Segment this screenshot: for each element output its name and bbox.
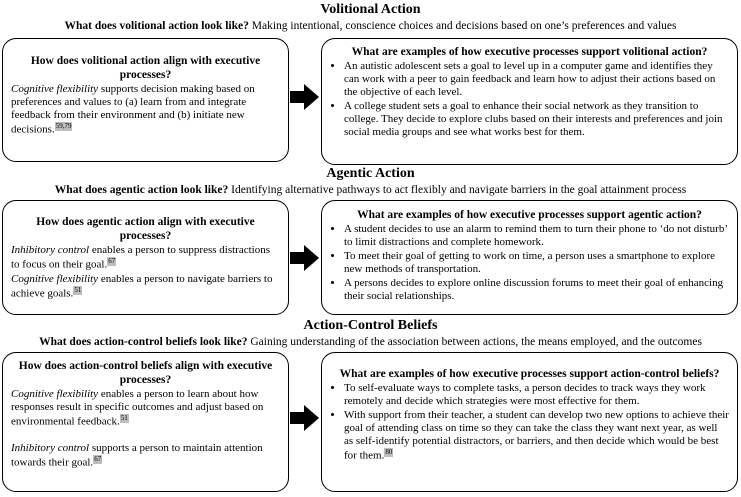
subtitle-definition: Making intentional, conscience choices a…	[251, 20, 677, 32]
action-control-align-heading: How does action-control beliefs align wi…	[18, 360, 273, 386]
citation-ref: 67	[107, 257, 117, 266]
citation-ref: 51	[119, 414, 129, 423]
subtitle-question: What does action-control beliefs look li…	[39, 336, 248, 348]
paragraph-text: supports a person to maintain attention …	[11, 441, 263, 469]
list-item: To meet their goal of getting to work on…	[344, 250, 729, 276]
paragraph-text: supports decision making based on prefer…	[11, 83, 255, 136]
term: Cognitive flexibility	[11, 388, 99, 400]
action-control-examples-heading: What are examples of how executive proce…	[339, 368, 720, 380]
section-subtitle-volitional: What does volitional action look like? M…	[0, 19, 741, 33]
list-item: A college student sets a goal to enhance…	[344, 100, 729, 139]
action-control-examples-box: What are examples of how executive proce…	[321, 352, 738, 492]
list-item: To self-evaluate ways to complete tasks,…	[344, 382, 729, 408]
term: Inhibitory control	[11, 441, 90, 454]
right-arrow-icon	[290, 405, 319, 431]
volitional-examples-box: What are examples of how executive proce…	[321, 38, 738, 165]
agentic-align-paragraph: Cognitive flexibility enables a person t…	[11, 273, 280, 301]
list-item: With support from their teacher, a stude…	[344, 409, 729, 463]
subtitle-definition: Identifying alternative pathways to act …	[231, 184, 687, 196]
volitional-align-paragraph: Cognitive flexibility supports decision …	[11, 83, 280, 137]
agentic-align-paragraph: Inhibitory control enables a person to s…	[11, 244, 280, 272]
citation-ref: 59,79	[54, 122, 73, 131]
section-subtitle-action-control: What does action-control beliefs look li…	[0, 335, 741, 349]
citation-ref: 51	[73, 285, 83, 295]
action-control-examples-list: To self-evaluate ways to complete tasks,…	[330, 382, 729, 463]
action-control-align-box: How does action-control beliefs align wi…	[2, 352, 289, 492]
action-control-align-paragraph: Cognitive flexibility enables a person t…	[11, 388, 280, 429]
volitional-examples-list: An autistic adolescent sets a goal to le…	[330, 60, 729, 139]
list-item: A student decides to use an alarm to rem…	[344, 223, 729, 249]
agentic-align-box: How does agentic action align with execu…	[2, 200, 289, 315]
agentic-examples-list: A student decides to use an alarm to rem…	[330, 223, 729, 303]
list-item: A persons decides to explore online disc…	[344, 277, 729, 303]
section-title-action-control: Action-Control Beliefs	[303, 318, 438, 333]
volitional-align-box: How does volitional action align with ex…	[2, 38, 289, 162]
section-title-agentic: Agentic Action	[326, 166, 415, 181]
paragraph-text: enables a person to navigate barriers to…	[11, 272, 273, 300]
right-arrow-icon	[290, 84, 319, 110]
section-title-volitional: Volitional Action	[320, 2, 421, 17]
subtitle-question: What does agentic action look like?	[54, 184, 229, 196]
citation-ref: 80	[384, 448, 394, 457]
right-arrow-icon	[290, 245, 319, 271]
section-subtitle-agentic: What does agentic action look like? Iden…	[0, 183, 741, 197]
term: Cognitive flexibility	[11, 272, 99, 285]
agentic-examples-box: What are examples of how executive proce…	[321, 200, 738, 315]
volitional-align-heading: How does volitional action align with ex…	[30, 55, 261, 81]
agentic-align-heading: How does agentic action align with execu…	[36, 216, 255, 242]
citation-ref: 67	[93, 454, 103, 464]
subtitle-question: What does volitional action look like?	[64, 20, 249, 32]
paragraph-text: enables a person to learn about how resp…	[11, 388, 264, 428]
list-item: An autistic adolescent sets a goal to le…	[344, 60, 729, 99]
paragraph-text: enables a person to suppress distraction…	[11, 244, 270, 271]
term: Cognitive flexibility	[11, 83, 99, 95]
term: Inhibitory control	[11, 244, 90, 256]
volitional-examples-heading: What are examples of how executive proce…	[351, 46, 708, 58]
subtitle-definition: Gaining understanding of the association…	[250, 336, 702, 348]
agentic-examples-heading: What are examples of how executive proce…	[357, 209, 702, 221]
action-control-align-paragraph: Inhibitory control supports a person to …	[11, 442, 280, 470]
